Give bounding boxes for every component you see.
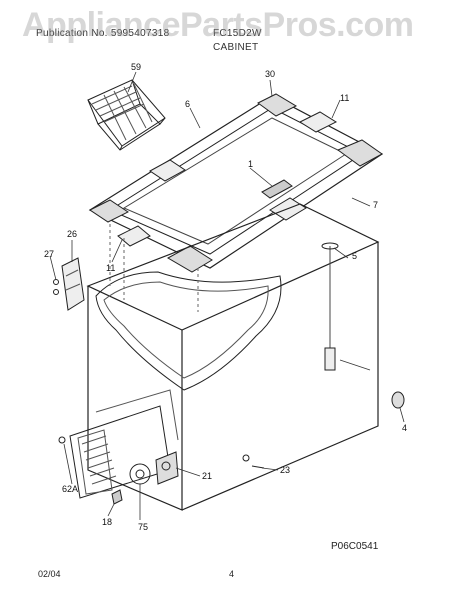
callout-75: 75 (138, 522, 149, 532)
callout-5: 5 (352, 251, 358, 261)
model-number: FC15D2W (213, 28, 262, 39)
callout-11-top: 11 (340, 93, 350, 103)
watermark-logo: AppliancePartsPros.com (22, 6, 414, 44)
callout-18: 18 (102, 517, 113, 527)
callout-leaders (49, 71, 405, 520)
drawing-code: P06C0541 (331, 541, 379, 552)
callout-4: 4 (402, 423, 408, 433)
knob-part-4 (391, 391, 405, 409)
callout-21: 21 (202, 471, 213, 481)
footer-page-number: 4 (229, 569, 235, 579)
callout-62A: 62A (62, 484, 79, 494)
clip-part-23 (242, 454, 265, 469)
callout-7: 7 (373, 200, 379, 210)
footer-date: 02/04 (38, 569, 61, 579)
basket-part-59 (87, 79, 166, 151)
thermostat-part-21 (155, 451, 179, 485)
publication-number: Publication No. 5995407318 (36, 28, 170, 39)
screw-part-18 (111, 489, 123, 505)
callout-26: 26 (67, 229, 78, 239)
callout-59: 59 (131, 62, 142, 72)
callout-6: 6 (185, 99, 191, 109)
callout-1: 1 (248, 159, 254, 169)
section-title: CABINET (213, 42, 259, 53)
callout-23: 23 (280, 465, 291, 475)
cabinet-body (86, 203, 380, 511)
hinge-bracket-part-26 (53, 257, 85, 311)
callout-11-bottom: 11 (106, 263, 116, 273)
callout-30: 30 (265, 69, 276, 79)
callout-27: 27 (44, 249, 55, 259)
